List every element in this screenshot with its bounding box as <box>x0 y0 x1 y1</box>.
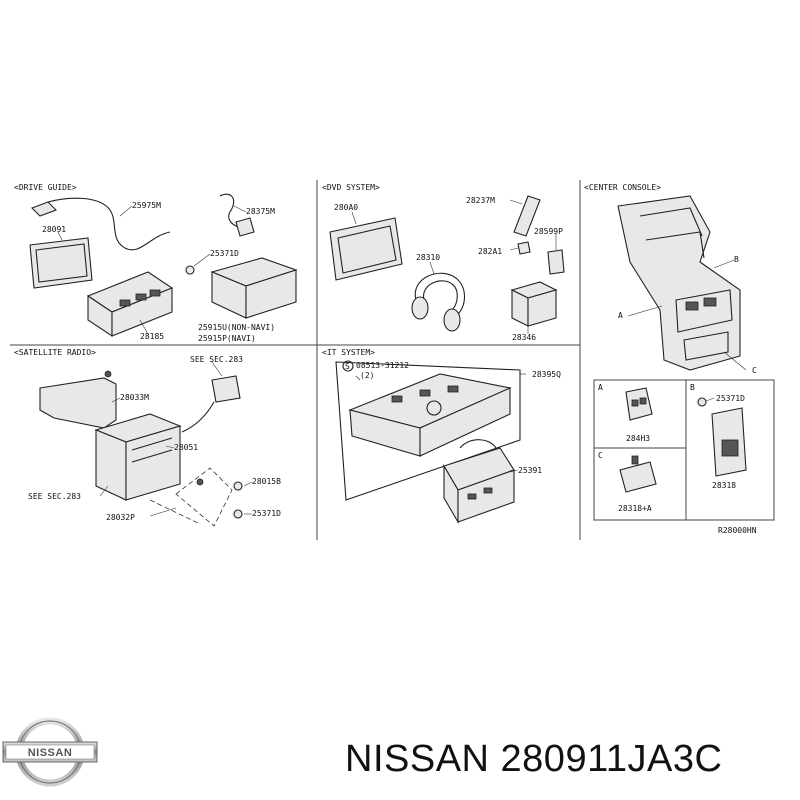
section-drive-guide: <DRIVE GUIDE> <box>14 183 77 192</box>
label-bolt-qty: (2) <box>360 371 374 380</box>
label-28051: 28051 <box>174 443 198 452</box>
section-it-system: <IT SYSTEM> <box>322 348 375 357</box>
label-28318A: 28318+A <box>618 504 652 513</box>
it-system-parts <box>335 360 526 525</box>
label-28318: 28318 <box>712 481 736 490</box>
label-28395Q: 28395Q <box>532 370 561 379</box>
label-see-sec-283-top: SEE SEC.283 <box>190 355 243 364</box>
callout-A-console: A <box>618 311 623 320</box>
label-28033M: 28033M <box>120 393 149 402</box>
label-284H3: 284H3 <box>626 434 650 443</box>
callout-C-console: C <box>752 366 757 375</box>
label-28185: 28185 <box>140 332 164 341</box>
dvd-system-parts <box>329 195 565 334</box>
label-28599P: 28599P <box>534 227 563 236</box>
parts-diagram: <DRIVE GUIDE> <DVD SYSTEM> <CENTER CONSO… <box>10 180 775 540</box>
section-grid <box>10 180 581 540</box>
label-25391: 25391 <box>518 466 542 475</box>
label-25371D-satellite: 25371D <box>252 509 281 518</box>
label-25371D-box-B: 25371D <box>716 394 745 403</box>
bolt-symbol: S <box>345 362 350 371</box>
label-28310: 28310 <box>416 253 440 262</box>
part-number-caption: NISSAN 280911JA3C <box>345 738 723 780</box>
section-dvd-system: <DVD SYSTEM> <box>322 183 380 192</box>
label-25915P: 25915P(NAVI) <box>198 334 256 343</box>
drive-guide-parts <box>29 193 298 338</box>
label-28346: 28346 <box>512 333 536 342</box>
detail-box-C-label: C <box>598 451 603 460</box>
detail-boxes <box>593 379 775 521</box>
label-28091: 28091 <box>42 225 66 234</box>
detail-box-A-label: A <box>598 383 603 392</box>
label-28015B: 28015B <box>252 477 281 486</box>
section-satellite-radio: <SATELLITE RADIO> <box>14 348 96 357</box>
label-282A1: 282A1 <box>478 247 502 256</box>
nissan-logo: NISSAN <box>2 717 98 787</box>
label-see-sec-283-bottom: SEE SEC.283 <box>28 492 81 501</box>
detail-box-B-label: B <box>690 383 695 392</box>
satellite-radio-parts <box>39 361 253 527</box>
reference-code: R28000HN <box>718 526 757 535</box>
center-console-parts <box>617 195 747 371</box>
callout-B-console: B <box>734 255 739 264</box>
nissan-logo-text: NISSAN <box>28 747 73 759</box>
label-25371D-drive-guide: 25371D <box>210 249 239 258</box>
label-25915U: 25915U(NON-NAVI) <box>198 323 275 332</box>
label-bolt-code: 08513-31212 <box>356 361 409 370</box>
section-center-console: <CENTER CONSOLE> <box>584 183 661 192</box>
label-25975M: 25975M <box>132 201 161 210</box>
label-280A0: 280A0 <box>334 203 358 212</box>
label-28375M: 28375M <box>246 207 275 216</box>
label-28237M: 28237M <box>466 196 495 205</box>
label-28032P: 28032P <box>106 513 135 522</box>
